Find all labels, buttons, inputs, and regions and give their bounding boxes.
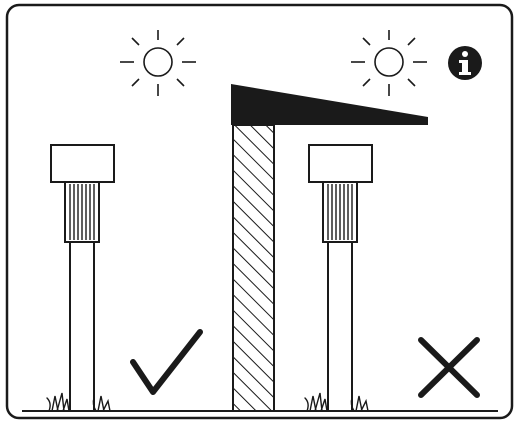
check-mark-icon [130,329,203,395]
solar-lamp-left [50,144,115,412]
roof-overhang [231,84,428,125]
info-icon [448,46,482,80]
solar-lamp-right [308,144,373,412]
wall-with-roof [231,84,428,412]
lamp-pole [327,241,353,412]
lamp-ribs [327,184,353,240]
lamp-pole [69,241,95,412]
wall [232,124,275,412]
lamp-head [50,144,115,183]
lamp-ribs [69,184,95,240]
sun-icon [120,30,196,96]
grass-icon [304,392,369,412]
sun-icon [351,30,427,96]
cross-mark-icon [418,337,480,398]
grass-icon [46,392,111,412]
lamp-head [308,144,373,183]
